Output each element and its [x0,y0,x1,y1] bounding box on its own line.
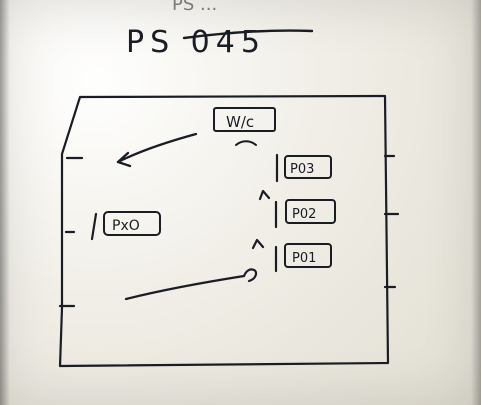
wc-scribble [235,140,257,146]
arrow-left-upper [116,132,198,164]
paper-shadow-left [0,0,10,405]
arrow-left-lower-curl [242,268,258,283]
arrow-left-upper-head [116,151,132,168]
pxo-label: PxO [112,218,140,234]
top-partial-note: PS ... [172,0,217,15]
room-outline [58,94,390,368]
p03-box [284,155,332,179]
pxo-marker [90,212,98,241]
paper-shadow-right [471,0,481,405]
small-arrow-up-2 [251,238,265,250]
header-underline [182,29,314,40]
p01-label: P01 [292,251,316,266]
p02-box [285,199,336,224]
small-arrow-up-1 [258,189,271,201]
wc-label: W/c [226,113,254,131]
header-code: PS 045 [126,25,266,60]
wc-box [213,107,276,132]
p01-box [284,243,332,268]
p02-label: P02 [292,207,316,222]
arrow-left-lower [124,274,246,301]
p03-label: P03 [290,162,314,177]
pxo-box [103,211,161,236]
